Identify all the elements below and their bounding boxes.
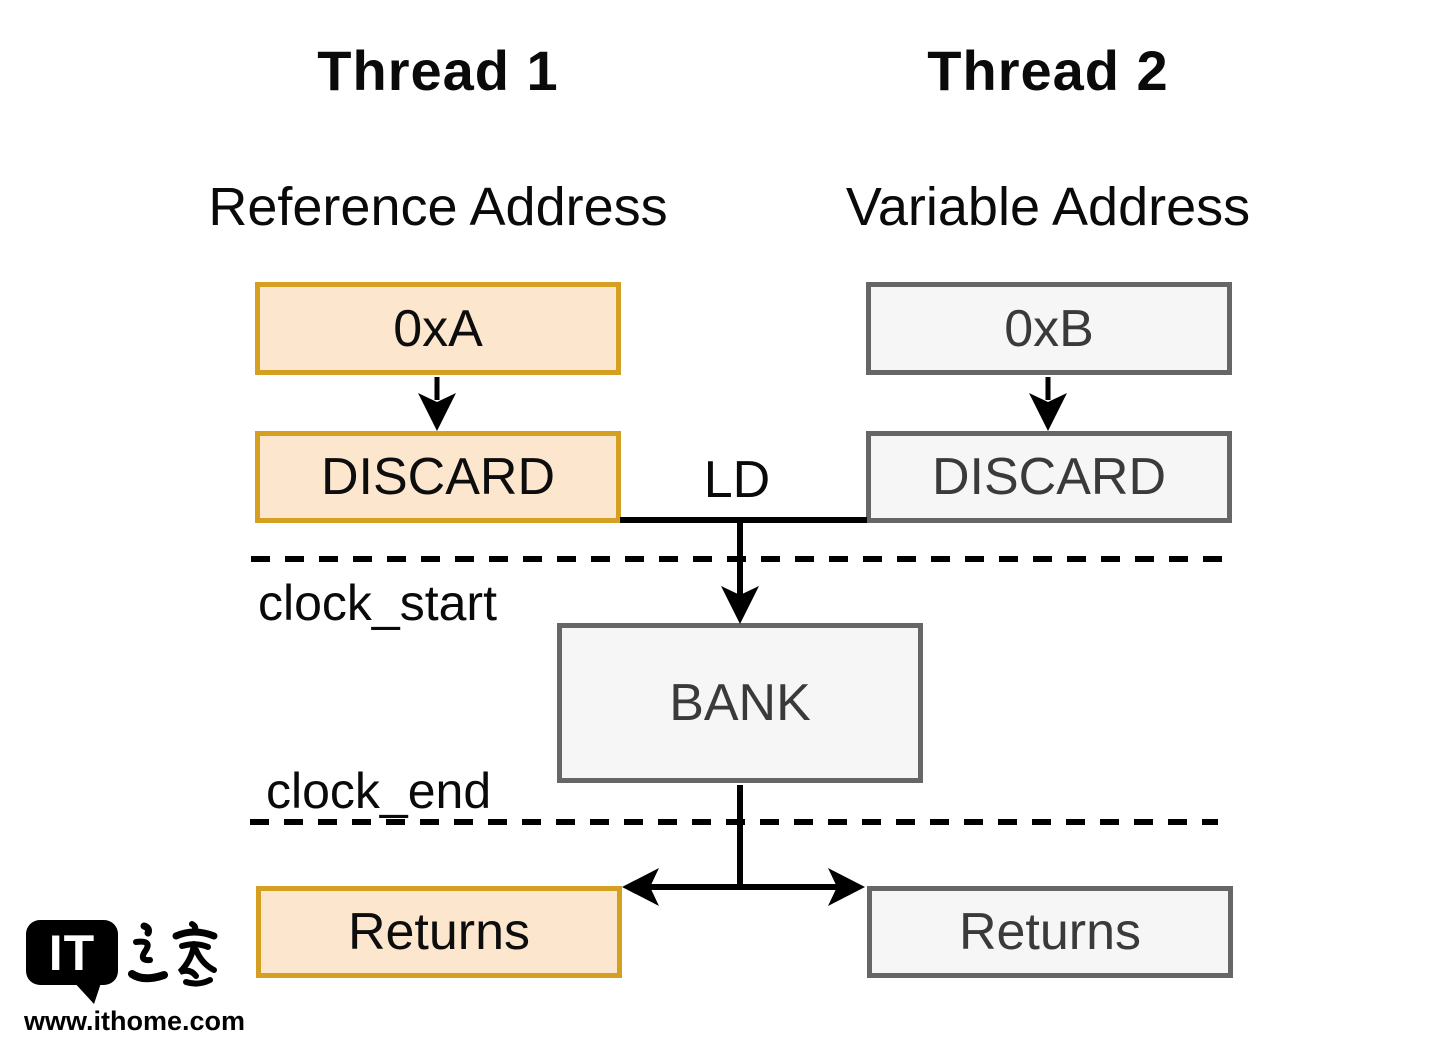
thread2-address-box: 0xB <box>866 282 1232 375</box>
ithome-bubble-tail-icon <box>72 980 102 1004</box>
thread1-subtitle: Reference Address <box>208 177 668 237</box>
arrow-down-icon <box>1029 377 1067 431</box>
thread1-discard-label: DISCARD <box>320 448 556 506</box>
thread2-returns-box: Returns <box>867 886 1233 978</box>
clock-end-label: clock_end <box>266 763 492 819</box>
thread2-title: Thread 2 <box>927 39 1169 102</box>
ld-label: LD <box>703 451 771 509</box>
thread2-returns-label: Returns <box>958 903 1142 961</box>
ithome-url: www.ithome.com <box>24 1006 246 1036</box>
arrow-left-icon <box>622 868 659 906</box>
thread1-address-label: 0xA <box>393 299 483 358</box>
thread2-discard-box: DISCARD <box>866 431 1232 523</box>
ithome-logo-bubble: IT <box>26 920 118 985</box>
thread2-discard-label: DISCARD <box>931 448 1167 506</box>
thread1-address-box: 0xA <box>255 282 621 375</box>
thread1-title: Thread 1 <box>317 39 559 102</box>
ithome-cjk-icon <box>128 921 218 987</box>
thread1-returns-box: Returns <box>256 886 622 978</box>
ithome-logo-text: IT <box>48 924 96 981</box>
clock-start-label: clock_start <box>258 575 497 631</box>
ld-merge-connector <box>620 517 867 624</box>
thread1-returns-label: Returns <box>347 903 531 961</box>
thread2-subtitle: Variable Address <box>845 177 1251 237</box>
arrow-right-icon <box>828 868 865 906</box>
returns-split-connector <box>622 785 865 906</box>
thread1-discard-box: DISCARD <box>255 431 621 523</box>
thread2-address-label: 0xB <box>1004 299 1094 358</box>
bank-label: BANK <box>669 674 811 732</box>
arrow-down-icon <box>418 377 456 431</box>
bank-box: BANK <box>557 623 923 783</box>
